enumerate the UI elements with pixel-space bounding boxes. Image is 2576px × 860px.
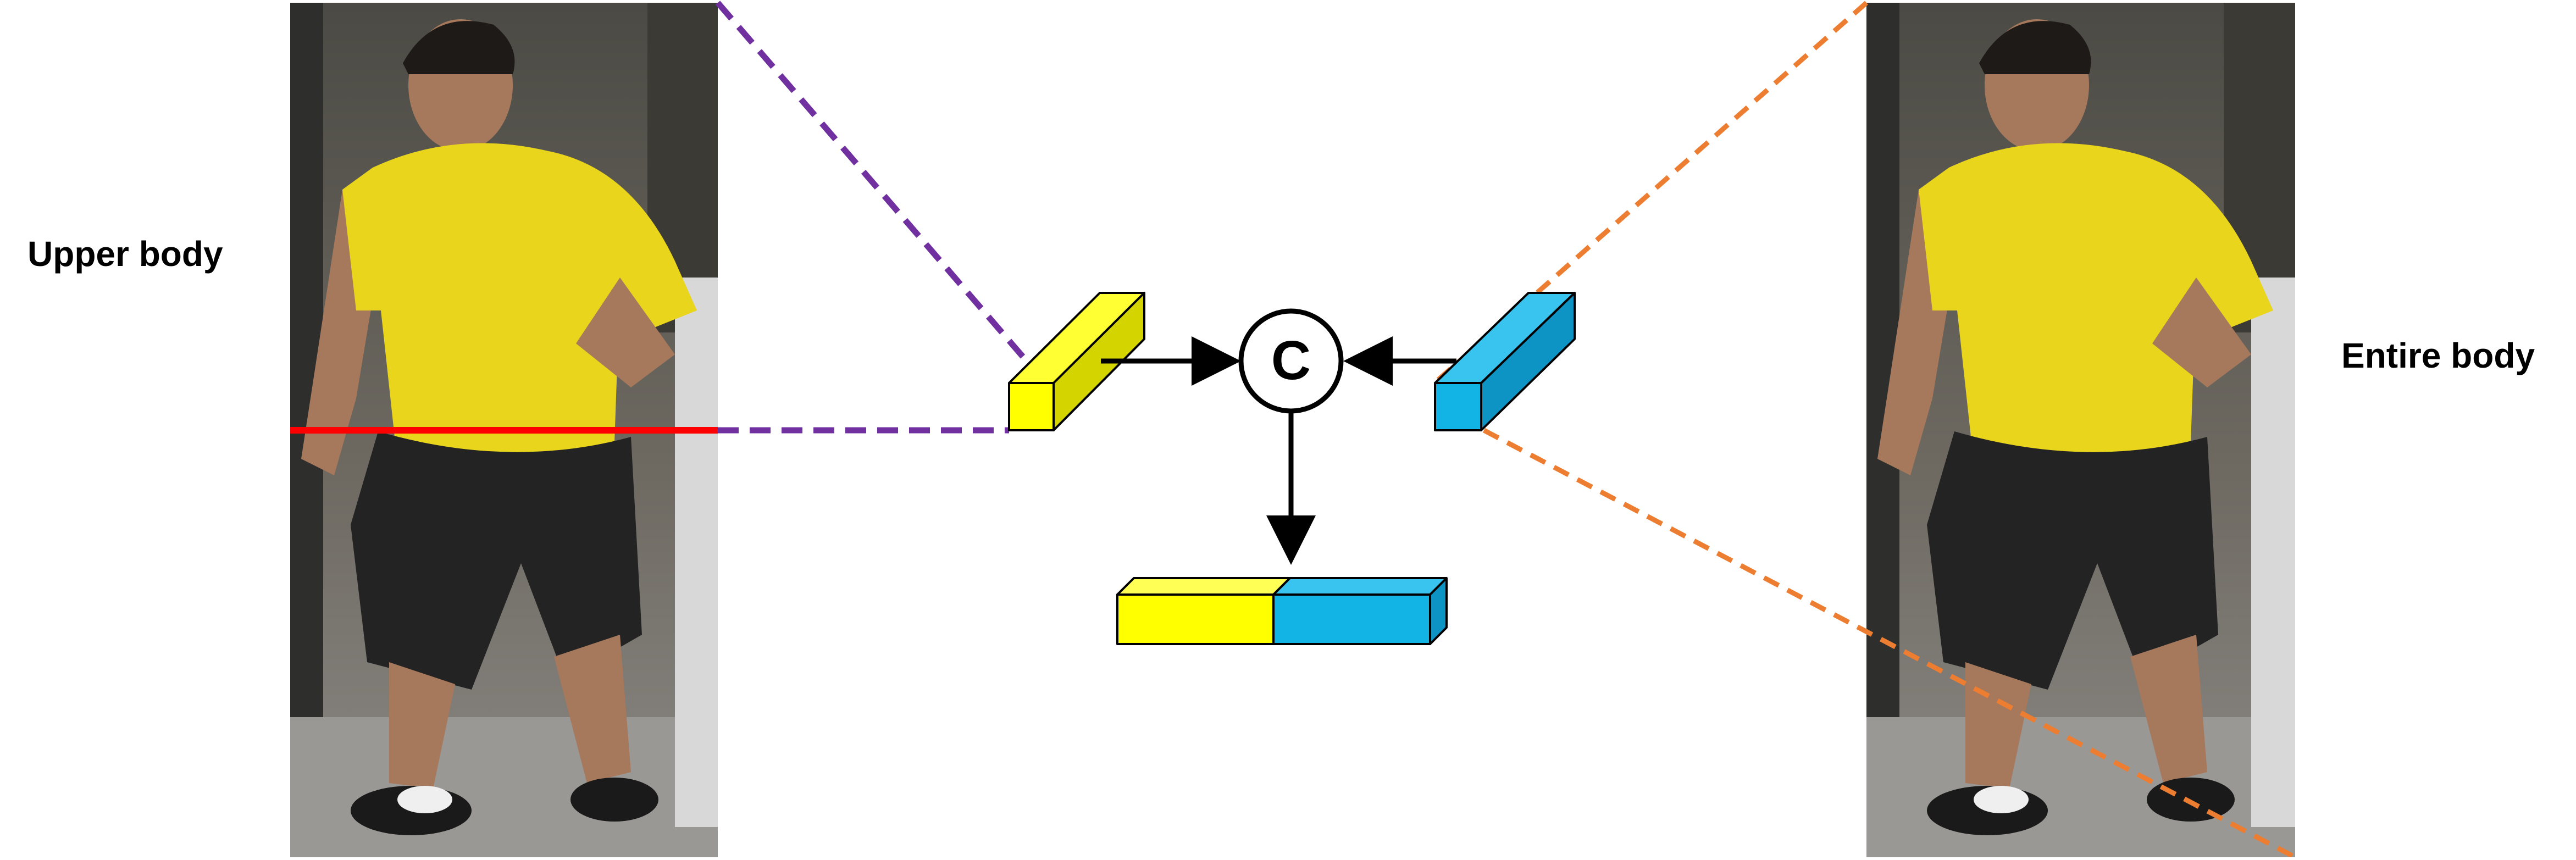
- concatenated-feature-block: [1116, 577, 1448, 645]
- arrows: [1101, 336, 1456, 565]
- upper-body-projection-lines: [715, 1, 1050, 434]
- entire-body-label: Entire body: [2341, 336, 2535, 375]
- concat-operator: C: [1238, 308, 1344, 414]
- upper-body-feature-block: [1008, 292, 1145, 431]
- concat-symbol: C: [1271, 330, 1311, 391]
- entire-body-feature-block: [1434, 292, 1576, 431]
- output-entire-segment: [1272, 593, 1431, 645]
- output-upper-segment: [1116, 593, 1275, 645]
- right-pedestrian-image: [1866, 3, 2295, 857]
- upper-body-label: Upper body: [27, 234, 223, 274]
